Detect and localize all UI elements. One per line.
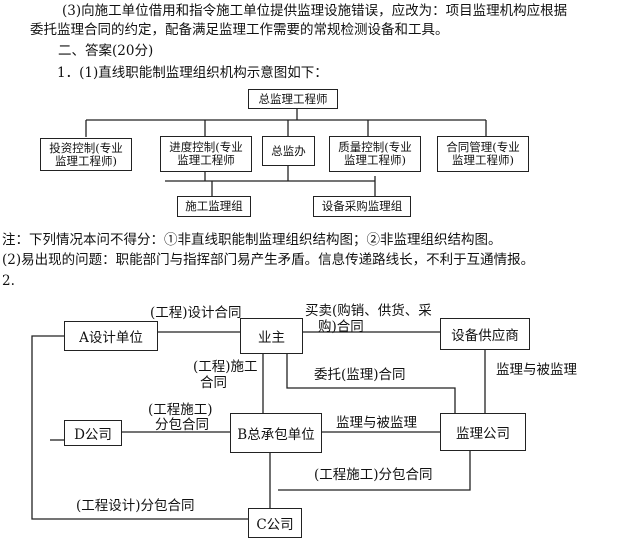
question-2-heading: 2. <box>2 273 15 289</box>
supplier-box: 设备供应商 <box>440 318 530 350</box>
question-1-2-answer: (2)易出现的问题：职能部门与指挥部门易产生矛盾。信息传递路线长，不利于互通情报… <box>2 252 535 268</box>
contract-mgmt-box: 合同管理(专业监理工程师) <box>437 136 529 172</box>
label-supervise-right: 监理与被监理 <box>496 362 577 378</box>
invest-control-box: 投资控制(专业监理工程师) <box>40 138 132 171</box>
label-design-contract: (工程)设计合同 <box>150 305 242 321</box>
label-supervise-mid: 监理与被监理 <box>336 415 417 431</box>
label-purchase-1: 买卖(购销、供货、采 <box>305 303 432 319</box>
d-company-box: D公司 <box>64 420 122 446</box>
label-sub-construction-1: (工程施工) <box>148 402 213 418</box>
section-heading: 二、答案(20分) <box>58 43 154 59</box>
progress-control-box: 进度控制(专业监理工程师 <box>160 136 252 172</box>
equip-supervision-box: 设备采购监理组 <box>313 196 411 217</box>
label-sub-design: (工程设计)分包合同 <box>76 498 195 514</box>
site-supervision-box: 施工监理组 <box>177 196 251 217</box>
c-company-box: C公司 <box>248 508 302 538</box>
note-line: 注：下列情况本问不得分：①非直线职能制监理组织结构图；②非监理组织结构图。 <box>2 232 502 248</box>
owner-box: 业主 <box>240 318 303 354</box>
supervisor-box: 监理公司 <box>440 413 526 451</box>
quality-control-box: 质量控制(专业监理工程师) <box>329 136 421 172</box>
paragraph-line-1: (3)向施工单位借用和指令施工单位提供监理设施错误，应改为：项目监理机构应根据 <box>62 3 568 19</box>
label-purchase-2: 购)合同 <box>318 319 364 335</box>
label-construction-2: 合同 <box>200 375 227 391</box>
paragraph-line-2: 委托监理合同的约定，配备满足监理工作需要的常规检测设备和工具。 <box>30 22 449 38</box>
b-contractor-box: B总承包单位 <box>230 413 322 453</box>
chief-engineer-box: 总监理工程师 <box>248 89 338 109</box>
label-construction-1: (工程)施工 <box>193 359 258 375</box>
question-1-heading: 1．(1)直线职能制监理组织机构示意图如下： <box>57 65 328 81</box>
label-entrust-contract: 委托(监理)合同 <box>314 367 406 383</box>
director-office-box: 总监办 <box>262 136 315 166</box>
label-sub-construction-2: 分包合同 <box>155 417 209 433</box>
label-sub-construction-c: (工程施工)分包合同 <box>314 467 433 483</box>
design-unit-box: A设计单位 <box>64 321 158 351</box>
